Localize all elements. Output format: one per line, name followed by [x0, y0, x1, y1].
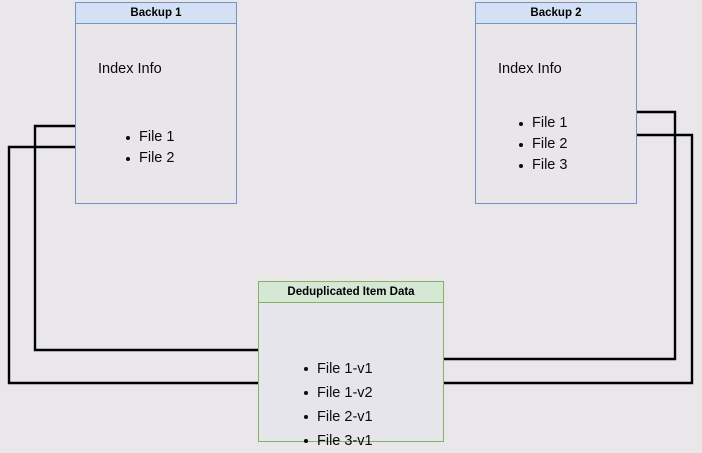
node-deduplicated-item-data-body: File 1-v1 File 1-v2 File 2-v1 File 3-v1 — [258, 303, 444, 449]
dedup-item[interactable]: File 1-v1 — [302, 357, 373, 381]
node-deduplicated-item-data[interactable]: Deduplicated Item Data File 1-v1 File 1-… — [258, 281, 444, 449]
node-backup-1-header: Backup 1 — [75, 2, 237, 24]
dedup-item[interactable]: File 3-v1 — [302, 429, 373, 453]
dedup-item[interactable]: File 2-v1 — [302, 405, 373, 429]
backup-1-file-item[interactable]: File 1 — [124, 127, 174, 148]
node-deduplicated-item-data-header: Deduplicated Item Data — [258, 281, 444, 303]
backup-1-index-info-label: Index Info — [98, 61, 162, 77]
backup-1-file-item[interactable]: File 2 — [124, 148, 174, 169]
backup-2-file-item[interactable]: File 3 — [517, 155, 567, 176]
diagram-canvas: Backup 1 Index Info File 1 File 2 Backup… — [7, 2, 694, 449]
node-backup-1[interactable]: Backup 1 Index Info File 1 File 2 — [75, 2, 237, 204]
node-backup-2-body: Index Info File 1 File 2 File 3 — [475, 24, 637, 204]
backup-2-file-list: File 1 File 2 File 3 — [517, 113, 567, 176]
node-backup-1-body: Index Info File 1 File 2 — [75, 24, 237, 204]
node-backup-2[interactable]: Backup 2 Index Info File 1 File 2 File 3 — [475, 2, 637, 204]
backup-2-index-info-label: Index Info — [498, 61, 562, 77]
node-backup-2-header: Backup 2 — [475, 2, 637, 24]
backup-2-file-item[interactable]: File 2 — [517, 134, 567, 155]
backup-1-file-list: File 1 File 2 — [124, 127, 174, 169]
dedup-item-list: File 1-v1 File 1-v2 File 2-v1 File 3-v1 — [302, 357, 373, 453]
dedup-item[interactable]: File 1-v2 — [302, 381, 373, 405]
backup-2-file-item[interactable]: File 1 — [517, 113, 567, 134]
